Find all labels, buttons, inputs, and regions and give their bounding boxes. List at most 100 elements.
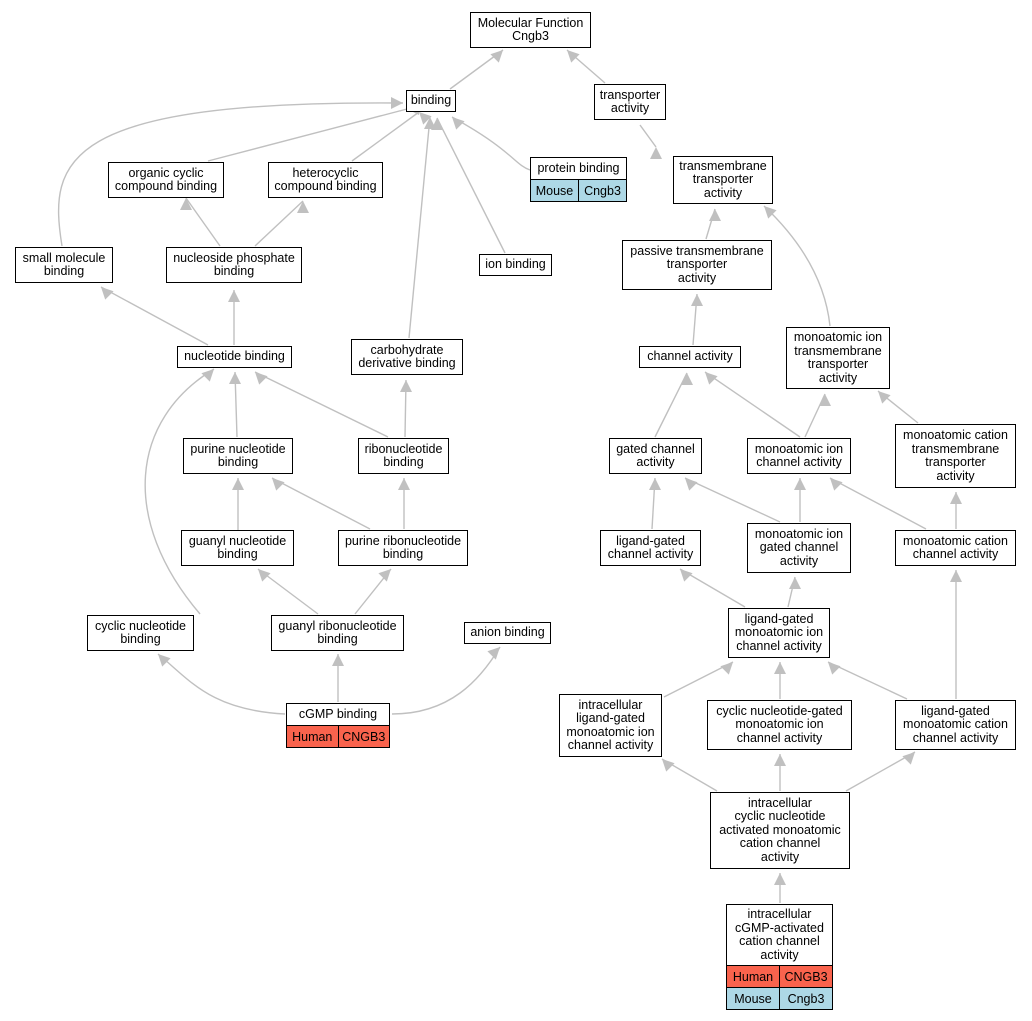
node-transmembrane-transporter-activity[interactable]: transmembrane transporter activity: [673, 156, 773, 204]
node-label: intracellular ligand-gated monoatomic io…: [566, 697, 655, 752]
node-label: carbohydrate derivative binding: [358, 342, 456, 370]
node-ligand-gated-monoatomic-ion-channel-activity[interactable]: ligand-gated monoatomic ion channel acti…: [728, 608, 830, 658]
edge: [705, 208, 716, 240]
edge: [254, 200, 304, 247]
gene-label: Cngb3: [779, 988, 832, 1009]
edge: [408, 116, 431, 339]
node-label: intracellular cyclic nucleotide activate…: [719, 795, 841, 864]
node-label: heterocyclic compound binding: [274, 165, 377, 193]
edge-arrowhead: [567, 50, 580, 63]
edge-arrowhead: [158, 654, 171, 667]
edge-arrowhead: [228, 290, 240, 302]
node-cgmp-binding[interactable]: cGMP binding Human CNGB3: [286, 703, 390, 748]
node-monoatomic-cation-transmembrane-transporter-activity[interactable]: monoatomic cation transmembrane transpor…: [895, 424, 1016, 488]
node-label: guanyl ribonucleotide binding: [278, 618, 397, 646]
edge: [354, 568, 392, 615]
edge: [684, 477, 781, 523]
edge-arrowhead: [419, 112, 432, 125]
node-nucleotide-binding[interactable]: nucleotide binding: [177, 346, 292, 368]
node-gated-channel-activity[interactable]: gated channel activity: [609, 438, 702, 474]
node-label: channel activity: [647, 349, 733, 364]
node-label: binding: [410, 93, 452, 108]
node-monoatomic-ion-gated-channel-activity[interactable]: monoatomic ion gated channel activity: [747, 523, 851, 573]
species-label: Human: [292, 729, 333, 744]
edge: [404, 379, 407, 438]
node-transporter-activity[interactable]: transporter activity: [594, 84, 666, 120]
edge: [271, 477, 371, 530]
edge-arrowhead: [431, 118, 443, 130]
edge-arrowhead: [819, 394, 831, 406]
node-guanyl-nucleotide-binding[interactable]: guanyl nucleotide binding: [181, 530, 294, 566]
edge-arrowhead: [709, 209, 721, 221]
edge: [157, 653, 286, 715]
edge: [787, 576, 796, 608]
edge-arrowhead: [490, 50, 503, 63]
node-monoatomic-ion-transmembrane-transporter-activity[interactable]: monoatomic ion transmembrane transporter…: [786, 327, 890, 389]
edge-arrowhead: [950, 492, 962, 504]
node-label: intracellular cGMP-activated cation chan…: [735, 907, 824, 962]
node-protein-binding[interactable]: protein binding Mouse Cngb3: [530, 157, 627, 202]
node-purine-ribonucleotide-binding[interactable]: purine ribonucleotide binding: [338, 530, 468, 566]
edge-arrowhead: [691, 294, 703, 306]
node-monoatomic-cation-channel-activity[interactable]: monoatomic cation channel activity: [895, 530, 1016, 566]
node-carbohydrate-derivative-binding[interactable]: carbohydrate derivative binding: [351, 339, 463, 375]
edge-arrowhead: [332, 654, 344, 666]
node-ribonucleotide-binding[interactable]: ribonucleotide binding: [358, 438, 449, 474]
node-ion-binding[interactable]: ion binding: [479, 254, 552, 276]
node-intracellular-ligand-gated-monoatomic-ion-channel-activity[interactable]: intracellular ligand-gated monoatomic io…: [559, 694, 662, 757]
node-anion-binding[interactable]: anion binding: [464, 622, 551, 644]
node-channel-activity[interactable]: channel activity: [639, 346, 741, 368]
edge-arrowhead: [774, 662, 786, 674]
edge-arrowhead: [424, 117, 436, 129]
edge-arrowhead: [255, 372, 268, 385]
edge-arrowhead: [685, 478, 698, 491]
node-nucleoside-phosphate-binding[interactable]: nucleoside phosphate binding: [166, 247, 302, 283]
node-label: ligand-gated channel activity: [607, 533, 694, 561]
gene-label: CNGB3: [337, 726, 390, 747]
edge: [651, 477, 656, 530]
edge-arrowhead: [452, 117, 465, 130]
node-organic-cyclic-compound-binding[interactable]: organic cyclic compound binding: [108, 162, 224, 198]
edge-arrowhead: [297, 201, 309, 213]
node-intracellular-cgmp-activated-cation-channel-activity[interactable]: intracellular cGMP-activated cation chan…: [726, 904, 833, 1010]
node-cyclic-nucleotide-binding[interactable]: cyclic nucleotide binding: [87, 615, 194, 651]
node-guanyl-ribonucleotide-binding[interactable]: guanyl ribonucleotide binding: [271, 615, 404, 651]
edge: [207, 108, 408, 162]
edge-arrowhead: [680, 569, 693, 582]
edge-arrowhead: [258, 569, 271, 582]
edge-arrowhead: [774, 873, 786, 885]
node-label: monoatomic ion gated channel activity: [754, 526, 844, 568]
node-ligand-gated-monoatomic-cation-channel-activity[interactable]: ligand-gated monoatomic cation channel a…: [895, 700, 1016, 750]
node-intracellular-cyclic-nucleotide-activated-monoatomic-cation-channel-activity[interactable]: intracellular cyclic nucleotide activate…: [710, 792, 850, 869]
edge-arrowhead: [201, 369, 214, 382]
node-molecular-function[interactable]: Molecular Function Cngb3: [470, 12, 591, 48]
node-purine-nucleotide-binding[interactable]: purine nucleotide binding: [183, 438, 293, 474]
edge-arrowhead: [720, 662, 733, 675]
node-monoatomic-ion-channel-activity[interactable]: monoatomic ion channel activity: [747, 438, 851, 474]
node-heterocyclic-compound-binding[interactable]: heterocyclic compound binding: [268, 162, 383, 198]
node-label: ion binding: [485, 257, 546, 272]
edge-arrowhead: [878, 391, 891, 404]
edge-arrowhead: [487, 647, 500, 660]
edge: [692, 293, 698, 346]
node-label: passive transmembrane transporter activi…: [630, 243, 764, 285]
edge-arrowhead: [764, 206, 777, 219]
species-label: Human: [732, 969, 774, 984]
node-label: purine ribonucleotide binding: [344, 533, 462, 561]
edge: [254, 371, 389, 438]
node-label: guanyl nucleotide binding: [188, 533, 287, 561]
edge-arrowhead: [662, 759, 675, 772]
node-ligand-gated-channel-activity[interactable]: ligand-gated channel activity: [600, 530, 701, 566]
annotation-row-mouse: Mouse Cngb3: [727, 987, 832, 1009]
node-passive-transmembrane-transporter-activity[interactable]: passive transmembrane transporter activi…: [622, 240, 772, 290]
edge: [845, 751, 916, 792]
edge-arrowhead: [828, 662, 841, 675]
node-cyclic-nucleotide-gated-monoatomic-ion-channel-activity[interactable]: cyclic nucleotide-gated monoatomic ion c…: [707, 700, 852, 750]
node-label: transmembrane transporter activity: [679, 158, 767, 200]
node-small-molecule-binding[interactable]: small molecule binding: [15, 247, 113, 283]
node-label: monoatomic ion channel activity: [754, 441, 844, 469]
node-label: monoatomic cation transmembrane transpor…: [903, 428, 1008, 483]
edge: [391, 646, 501, 715]
node-binding[interactable]: binding: [406, 90, 456, 112]
edge: [449, 49, 504, 90]
